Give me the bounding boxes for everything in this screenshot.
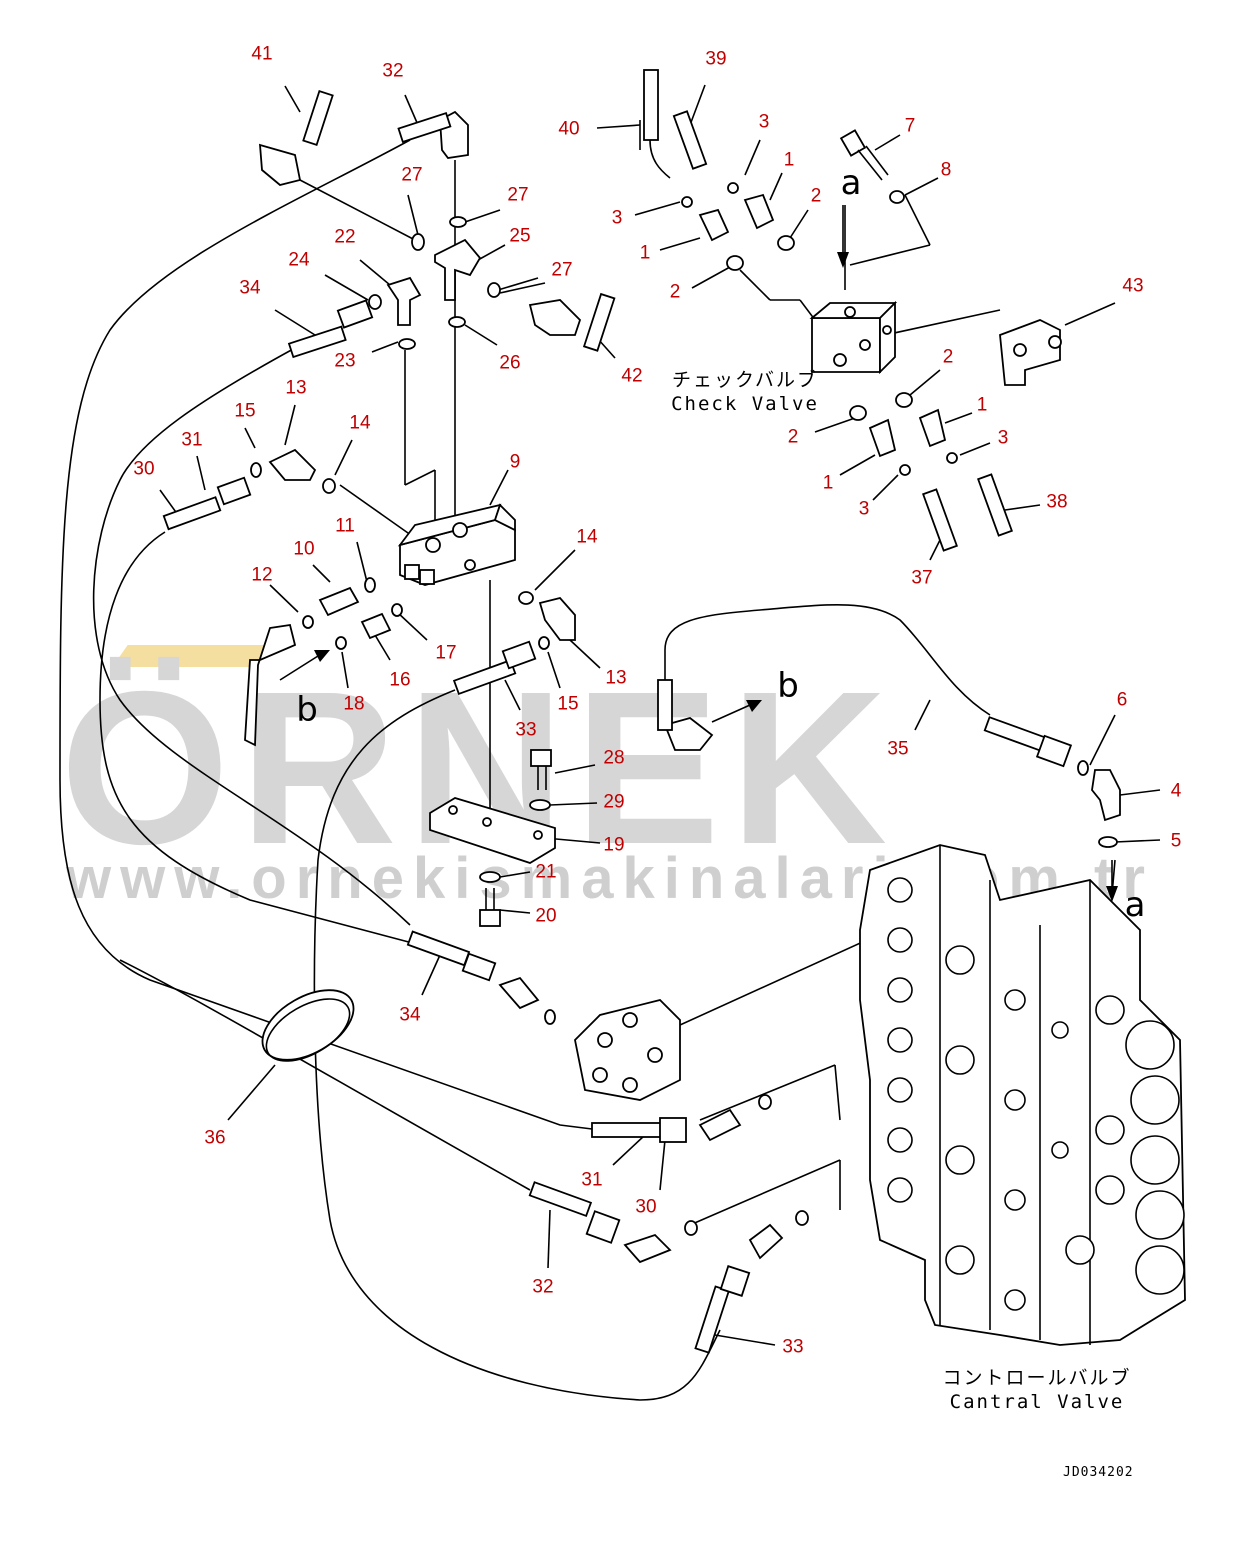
- ref-mark-b-right: b: [777, 666, 799, 706]
- callout-30: 30: [133, 458, 155, 480]
- callout-3: 3: [858, 498, 870, 520]
- callout-39: 39: [705, 48, 727, 70]
- callout-42: 42: [621, 365, 643, 387]
- check-valve-block: [809, 300, 898, 375]
- callout-7: 7: [904, 115, 916, 137]
- callout-43: 43: [1122, 275, 1144, 297]
- valve-block-9: [397, 503, 516, 586]
- callout-1: 1: [639, 242, 651, 264]
- check-valve-en: Check Valve: [671, 393, 819, 415]
- ref-mark-a-bottom: a: [1124, 885, 1146, 925]
- callout-14: 14: [576, 526, 598, 548]
- hose-route-34: [92, 347, 411, 926]
- control-valve-body: [859, 844, 1186, 1346]
- callout-13: 13: [285, 377, 307, 399]
- callout-34: 34: [399, 1004, 421, 1026]
- callout-2: 2: [942, 346, 954, 368]
- drawing-code: JD034202: [1063, 1465, 1134, 1480]
- callout-2: 2: [669, 281, 681, 303]
- callout-26: 26: [499, 352, 521, 374]
- binding-band-36: [261, 989, 355, 1062]
- callout-4: 4: [1170, 780, 1182, 802]
- check-valve-jp: チェックバルブ: [671, 369, 819, 391]
- callout-40: 40: [558, 118, 580, 140]
- callout-2: 2: [810, 185, 822, 207]
- leader-lines: [159, 84, 1161, 1346]
- callout-38: 38: [1046, 491, 1068, 513]
- callout-21: 21: [535, 861, 557, 883]
- callout-11: 11: [335, 515, 355, 537]
- callout-6: 6: [1116, 689, 1128, 711]
- callout-15: 15: [234, 400, 256, 422]
- callout-22: 22: [334, 226, 356, 248]
- callout-3: 3: [758, 111, 770, 133]
- callout-8: 8: [940, 159, 952, 181]
- callout-41: 41: [251, 43, 273, 65]
- callout-3: 3: [611, 207, 623, 229]
- callout-15: 15: [557, 693, 579, 715]
- bracket-43: [999, 319, 1062, 386]
- callout-29: 29: [603, 791, 625, 813]
- callout-33: 33: [515, 719, 537, 741]
- callout-1: 1: [822, 472, 834, 494]
- hose-sleeves: [162, 69, 1073, 1354]
- reference-arrows: [279, 205, 1118, 902]
- callout-32: 32: [532, 1276, 554, 1298]
- callout-16: 16: [389, 669, 411, 691]
- callout-18: 18: [343, 693, 365, 715]
- callout-34: 34: [239, 277, 261, 299]
- hose-route-35: [664, 604, 991, 730]
- callout-32: 32: [382, 60, 404, 82]
- callout-33: 33: [782, 1336, 804, 1358]
- callout-5: 5: [1170, 830, 1182, 852]
- callout-27: 27: [507, 184, 529, 206]
- hose-route-31: [99, 531, 421, 946]
- control-valve-jp: コントロールバルブ: [942, 1367, 1132, 1389]
- callout-23: 23: [334, 350, 356, 372]
- hose-route-32: [59, 139, 601, 1131]
- callout-3: 3: [997, 427, 1009, 449]
- ref-mark-b-left: b: [296, 690, 318, 730]
- callout-31: 31: [581, 1169, 603, 1191]
- bolts: [479, 129, 905, 927]
- callout-2: 2: [787, 426, 799, 448]
- callout-28: 28: [603, 747, 625, 769]
- callout-25: 25: [509, 225, 531, 247]
- callout-1: 1: [783, 149, 795, 171]
- callout-9: 9: [509, 451, 521, 473]
- callout-27: 27: [401, 164, 423, 186]
- ref-mark-a-top: a: [840, 163, 862, 203]
- callout-35: 35: [887, 738, 909, 760]
- callout-1: 1: [976, 394, 988, 416]
- plate-19: [429, 797, 556, 864]
- flange-block: [574, 999, 681, 1101]
- check-valve-caption: チェックバルブ Check Valve: [671, 368, 819, 416]
- hose-route-33: [313, 689, 721, 1401]
- callout-36: 36: [204, 1127, 226, 1149]
- callout-14: 14: [349, 412, 371, 434]
- callout-24: 24: [288, 249, 310, 271]
- callout-37: 37: [911, 567, 933, 589]
- callout-19: 19: [603, 834, 625, 856]
- control-valve-caption: コントロールバルブ Cantral Valve: [942, 1366, 1131, 1414]
- callout-17: 17: [435, 642, 457, 664]
- callout-12: 12: [251, 564, 273, 586]
- callout-30: 30: [635, 1196, 657, 1218]
- callout-20: 20: [535, 905, 557, 927]
- callout-31: 31: [181, 429, 203, 451]
- callout-27: 27: [551, 259, 573, 281]
- callout-13: 13: [605, 667, 627, 689]
- o-rings: [250, 182, 1118, 1236]
- callout-10: 10: [293, 538, 315, 560]
- control-valve-en: Cantral Valve: [949, 1391, 1125, 1413]
